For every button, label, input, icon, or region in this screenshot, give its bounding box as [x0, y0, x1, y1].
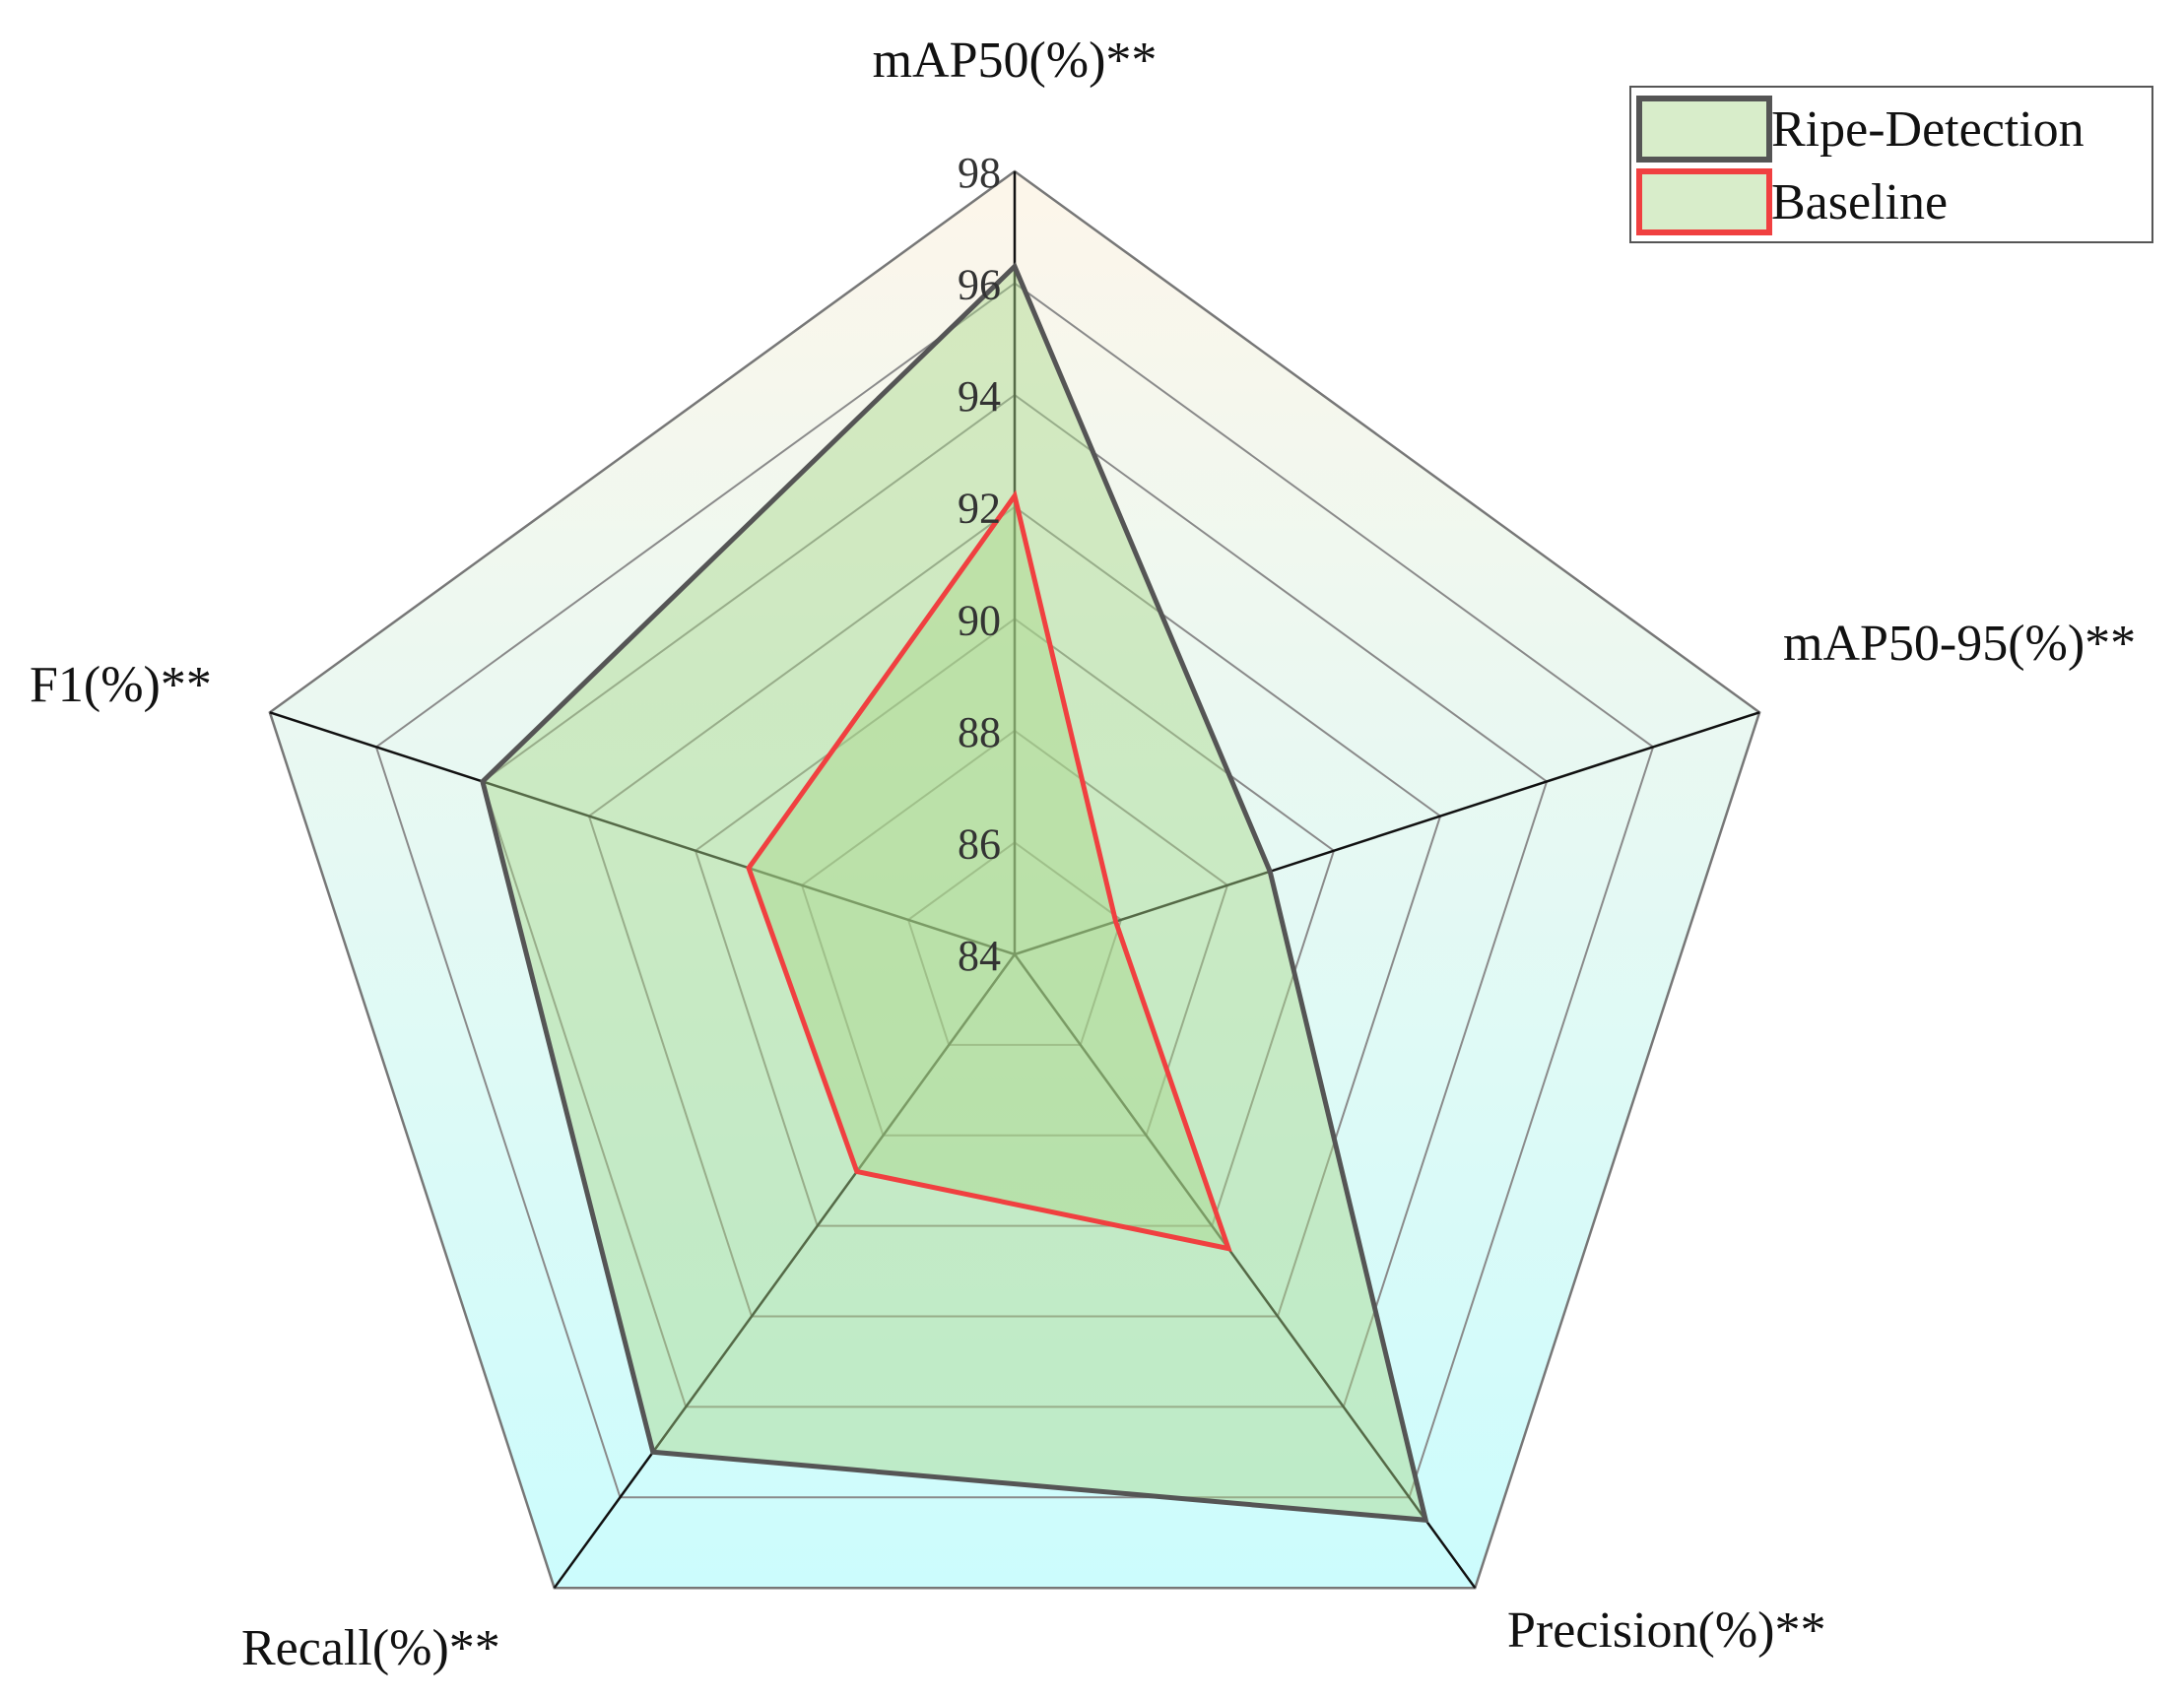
- axis-spoke: [1014, 711, 1760, 956]
- axis-spoke: [269, 711, 1016, 956]
- tick-label: 90: [958, 596, 1001, 644]
- tick-label: 94: [958, 372, 1001, 421]
- tick-label: 92: [958, 485, 1001, 533]
- legend-box: [1629, 86, 2153, 243]
- axis-label: F1(%)**: [30, 657, 212, 713]
- series-ripe-detection-polygon: [480, 262, 1429, 1524]
- grid-ring: [268, 169, 1761, 1590]
- grid-ring: [481, 393, 1549, 1408]
- legend-swatch: [1636, 96, 1772, 163]
- legend-label: Ripe-Detection: [1771, 101, 2085, 158]
- series-baseline-polygon: [746, 490, 1232, 1252]
- legend-label: Baseline: [1771, 174, 1948, 230]
- axis-label: Precision(%)**: [1507, 1602, 1825, 1659]
- grid-ring: [374, 282, 1655, 1499]
- tick-label: 84: [958, 932, 1001, 980]
- tick-label: 86: [958, 819, 1001, 868]
- axis-label: Recall(%)**: [241, 1620, 500, 1676]
- axis-spoke: [553, 953, 1017, 1589]
- axis-spoke: [1013, 953, 1477, 1589]
- grid-ring: [694, 618, 1336, 1227]
- grid-ring: [906, 841, 1123, 1046]
- axis-label: mAP50(%)**: [873, 33, 1158, 89]
- axis-label: mAP50-95(%)**: [1783, 616, 2136, 672]
- legend-swatch: [1636, 168, 1772, 235]
- grid-ring: [800, 729, 1229, 1137]
- tick-label: 96: [958, 261, 1001, 309]
- grid-ring: [587, 505, 1442, 1318]
- tick-label: 98: [958, 149, 1001, 197]
- tick-label: 88: [958, 708, 1001, 756]
